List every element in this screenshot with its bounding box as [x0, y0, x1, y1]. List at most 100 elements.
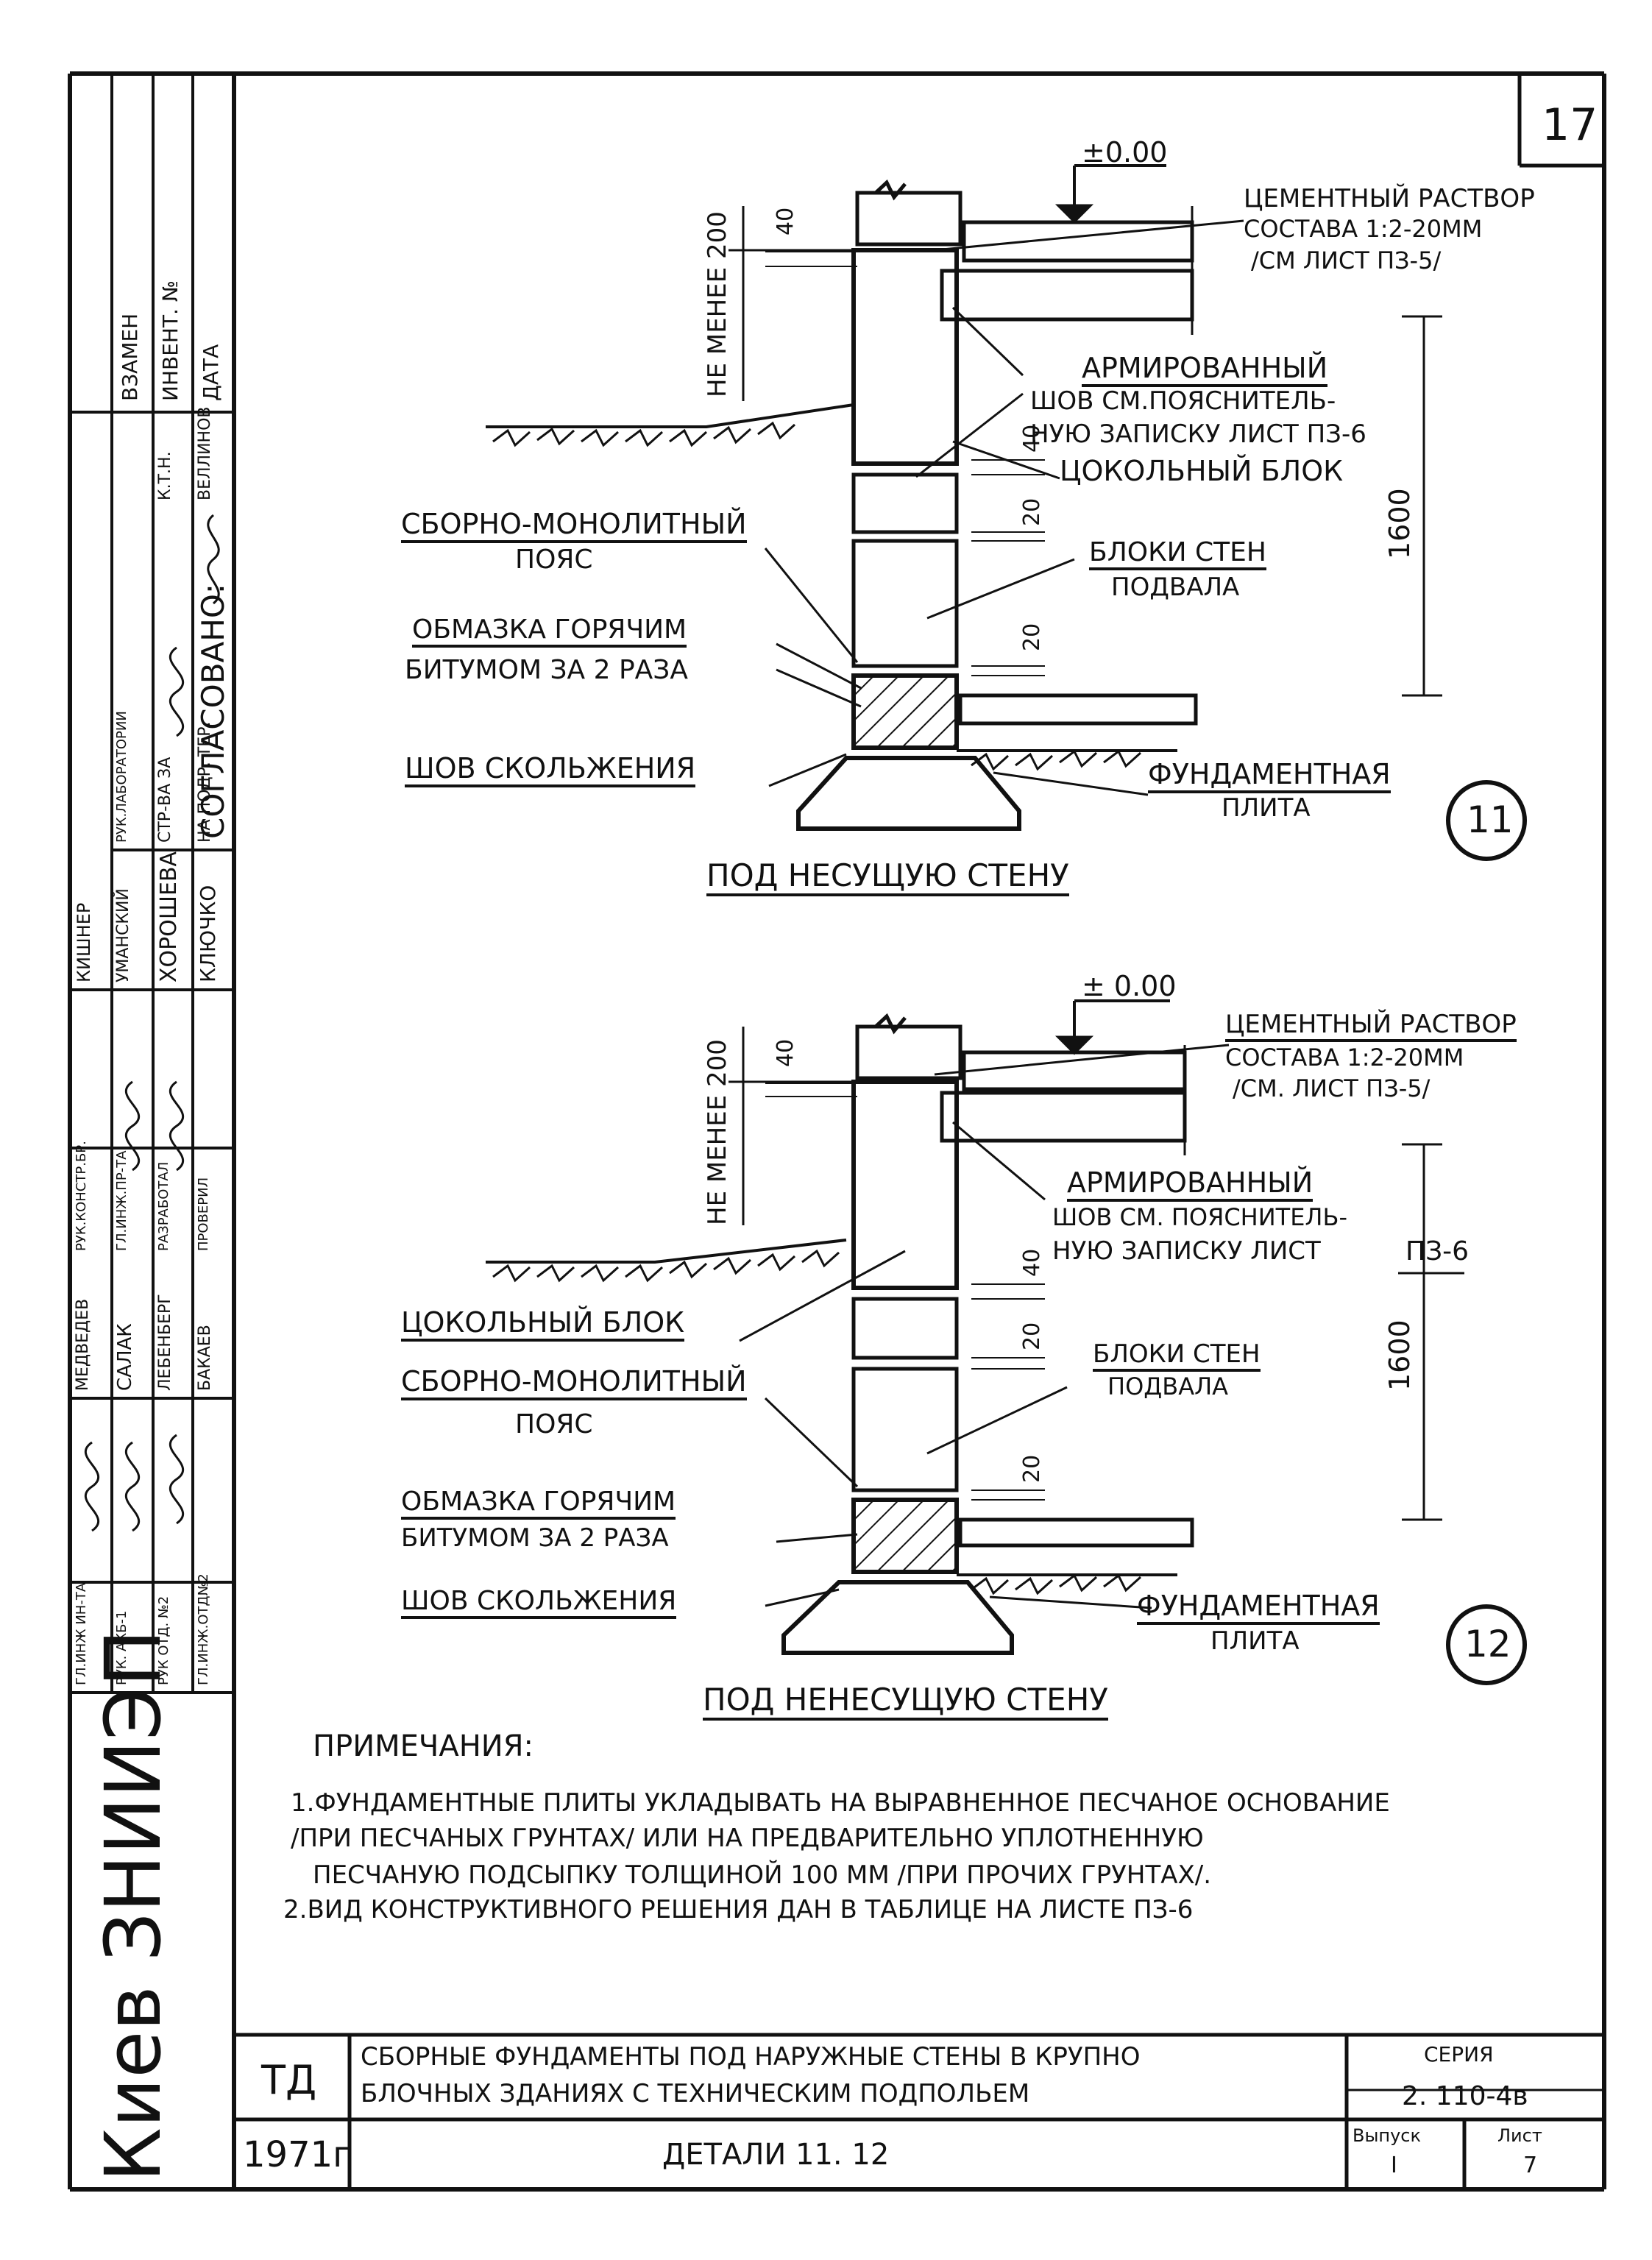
sidebar-role-col1-0: ГЛ.ИНЖ ИН-ТА [74, 1582, 89, 1685]
detail-12-level-mark: ± 0.00 [1082, 970, 1177, 1002]
detail-12-basement-blocks-line1: БЛОКИ СТЕН [1093, 1339, 1261, 1372]
sidebar-ktn-name: ВЕЛЛИНОВ [196, 406, 214, 501]
detail-11-reinforced-line1: АРМИРОВАННЫЙ [1082, 352, 1328, 387]
detail-12-cement-line3: /СМ. ЛИСТ ПЗ-5/ [1233, 1074, 1431, 1102]
detail-11-foundation-line1: ФУНДАМЕНТНАЯ [1148, 758, 1391, 793]
detail-11-cement-line3: /СМ ЛИСТ ПЗ-5/ [1251, 247, 1442, 274]
detail-12-plinth-block: ЦОКОЛЬНЫЙ БЛОК [401, 1306, 685, 1342]
detail-11-dim-min-height: НЕ МЕНЕЕ 200 [703, 211, 732, 397]
sidebar-name-col2-0: КИШНЕР [74, 902, 94, 982]
detail-11-dim-20-b: 20 [1019, 623, 1045, 651]
detail-11-basement-blocks-line1: БЛОКИ СТЕН [1089, 537, 1266, 570]
detail-12-dim-min-height: НЕ МЕНЕЕ 200 [703, 1039, 732, 1225]
detail-12-dim-1600: 1600 [1383, 1319, 1416, 1391]
detail-12-slip-joint: ШОВ СКОЛЬЖЕНИЯ [401, 1586, 677, 1619]
detail-11-slip-joint: ШОВ СКОЛЬЖЕНИЯ [405, 752, 696, 787]
sidebar-role-col2-3: ПРОВЕРИЛ [196, 1177, 211, 1251]
sidebar-name-col1-0: МЕДВЕДЕВ [74, 1298, 92, 1391]
series-label: СЕРИЯ [1424, 2042, 1494, 2066]
title-block-year: 1971г [243, 2134, 352, 2175]
detail-12-dim-40-mid: 40 [1019, 1248, 1045, 1277]
sheet-label: Лист [1497, 2125, 1542, 2146]
detail-12-circle [1446, 1604, 1527, 1685]
detail-12-dim-20-a: 20 [1019, 1322, 1045, 1350]
detail-11-bitumen-line2: БИТУМОМ ЗА 2 РАЗА [405, 655, 688, 685]
detail-12-dim-20-b: 20 [1019, 1454, 1045, 1483]
detail-12-basement-blocks-line2: ПОДВАЛА [1107, 1372, 1229, 1400]
sidebar-role-col3-1: СТР-ВА ЗА [156, 757, 174, 843]
issue-value: I [1391, 2153, 1397, 2178]
notes-line3: ПЕСЧАНУЮ ПОДСЫПКУ ТОЛЩИНОЙ 100 ММ /ПРИ П… [313, 1860, 1212, 1890]
detail-12-bitumen-line1: ОБМАЗКА ГОРЯЧИМ [401, 1487, 676, 1520]
sidebar-role-col3-2: НА ПОДР. ТЕР. [196, 721, 214, 843]
detail-11-drawing [486, 164, 1442, 831]
sidebar-role-col1-1: РУК. АКБ-1 [114, 1610, 130, 1685]
detail-11-caption: ПОД НЕСУЩУЮ СТЕНУ [706, 857, 1069, 896]
detail-11-cement-line1: ЦЕМЕНТНЫЙ РАСТВОР [1244, 184, 1535, 213]
sidebar-name-col1-3: БАКАЕВ [196, 1325, 214, 1391]
issue-label: Выпуск [1353, 2125, 1421, 2146]
sidebar-ktn: К.Т.Н. [156, 451, 174, 500]
detail-12-reinforced-line2: ШОВ СМ. ПОЯСНИТЕЛЬ- [1052, 1203, 1347, 1231]
sidebar-name-col2-3: КЛЮЧКО [196, 885, 220, 982]
sidebar-name-col2-2: ХОРОШЕВА [156, 851, 182, 982]
sidebar-inv-label: ИНВЕНТ. № [158, 280, 182, 401]
detail-11-reinforced-line2: ШОВ СМ.ПОЯСНИТЕЛЬ- [1030, 386, 1336, 416]
detail-12-bitumen-line2: БИТУМОМ ЗА 2 РАЗА [401, 1523, 669, 1553]
series-value: 2. 110-4в [1402, 2081, 1528, 2111]
detail-11-circle [1446, 780, 1527, 861]
sidebar-grid [68, 74, 234, 2189]
detail-11-belt-line1: СБОРНО-МОНОЛИТНЫЙ [401, 508, 747, 543]
detail-11-dim-1600: 1600 [1383, 488, 1416, 559]
sidebar-role-col2-0: РУК.КОНСТР.БР. [74, 1141, 89, 1251]
sidebar-name-col1-2: ЛЕБЕНБЕРГ [156, 1294, 174, 1391]
detail-11-number: 11 [1467, 798, 1514, 841]
detail-12-caption: ПОД НЕНЕСУЩУЮ СТЕНУ [703, 1682, 1108, 1721]
sidebar-replace-label: ВЗАМЕН [118, 313, 142, 401]
detail-12-reinforced-line3: НУЮ ЗАПИСКУ ЛИСТ [1052, 1236, 1321, 1266]
sidebar-role-col3-0: РУК.ЛАБОРАТОРИИ [114, 711, 130, 843]
ground-hatching [492, 421, 1142, 1595]
notes-heading: ПРИМЕЧАНИЯ: [313, 1729, 533, 1763]
detail-12-reinforced-line1: АРМИРОВАННЫЙ [1067, 1166, 1314, 1202]
title-block-title-line2: БЛОЧНЫХ ЗДАНИЯХ С ТЕХНИЧЕСКИМ ПОДПОЛЬЕМ [361, 2079, 1030, 2108]
detail-11-belt-line2: ПОЯС [515, 545, 593, 575]
detail-11-reinforced-line3: НУЮ ЗАПИСКУ ЛИСТ ПЗ-6 [1030, 419, 1366, 449]
sidebar-name-col1-1: САЛАК [114, 1323, 136, 1391]
corner-number-box [1517, 74, 1604, 168]
detail-12-dim-40-top: 40 [773, 1038, 798, 1067]
detail-12-foundation-line2: ПЛИТА [1210, 1626, 1300, 1656]
detail-11-dim-40-top: 40 [773, 207, 798, 235]
detail-11-dim-20-a: 20 [1019, 497, 1045, 526]
title-block-grid [234, 2033, 1604, 2189]
sidebar-role-col1-2: РУК ОТД. №2 [156, 1595, 171, 1685]
detail-12-foundation-line1: ФУНДАМЕНТНАЯ [1137, 1590, 1380, 1625]
detail-11-dim-40-mid: 40 [1019, 424, 1045, 453]
detail-11-plinth-block: ЦОКОЛЬНЫЙ БЛОК [1060, 455, 1344, 487]
detail-12-belt-line1: СБОРНО-МОНОЛИТНЫЙ [401, 1365, 747, 1400]
detail-11-bitumen-line1: ОБМАЗКА ГОРЯЧИМ [412, 614, 687, 648]
sidebar-role-col2-1: ГЛ.ИНЖ.ПР-ТА [114, 1150, 130, 1251]
detail-12-drawing [486, 999, 1464, 1655]
detail-12-number: 12 [1464, 1623, 1511, 1665]
signatures [85, 514, 220, 1532]
notes-line2: /ПРИ ПЕСЧАНЫХ ГРУНТАХ/ ИЛИ НА ПРЕДВАРИТЕ… [291, 1824, 1204, 1853]
sidebar-org: Киев ЗНИИЭП [88, 1629, 178, 2182]
detail-11-level-mark: ±0.00 [1082, 136, 1168, 169]
sidebar-date-label: ДАТА [199, 344, 223, 401]
detail-11-basement-blocks-line2: ПОДВАЛА [1111, 573, 1240, 602]
detail-12-cement-line1: ЦЕМЕНТНЫЙ РАСТВОР [1225, 1010, 1517, 1042]
notes-line1: 1.ФУНДАМЕНТНЫЕ ПЛИТЫ УКЛАДЫВАТЬ НА ВЫРАВ… [291, 1788, 1390, 1818]
notes-line4: 2.ВИД КОНСТРУКТИВНОГО РЕШЕНИЯ ДАН В ТАБЛ… [283, 1895, 1194, 1924]
detail-12-cement-line2: СОСТАВА 1:2-20ММ [1225, 1044, 1464, 1071]
title-block-title-line1: СБОРНЫЕ ФУНДАМЕНТЫ ПОД НАРУЖНЫЕ СТЕНЫ В … [361, 2042, 1141, 2072]
title-block-subtitle: ДЕТАЛИ 11. 12 [662, 2138, 890, 2172]
detail-12-reinforced-ref: ПЗ-6 [1405, 1236, 1470, 1267]
sidebar-role-col2-2: РАЗРАБОТАЛ [156, 1161, 171, 1251]
detail-11-foundation-line2: ПЛИТА [1222, 793, 1311, 823]
title-block-code: ТД [261, 2057, 317, 2103]
sidebar-name-col2-1: УМАНСКИЙ [114, 888, 132, 982]
sidebar-role-col1-3: ГЛ.ИНЖ.ОТД№2 [196, 1573, 211, 1685]
sheet-corner-number: 17 [1542, 99, 1598, 151]
